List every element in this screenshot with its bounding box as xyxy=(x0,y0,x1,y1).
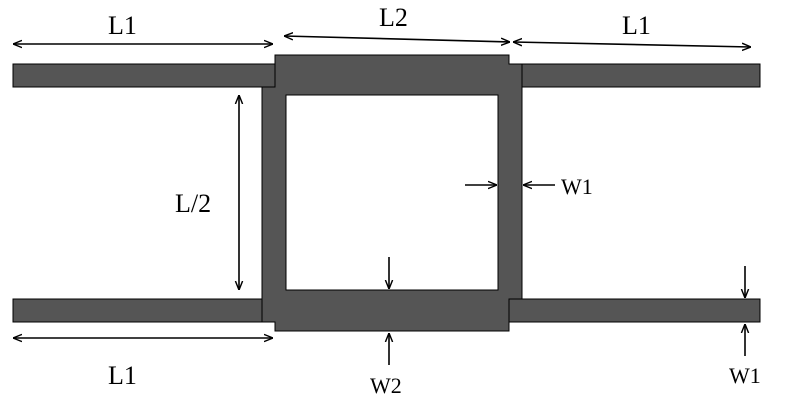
label-top-left-length: L1 xyxy=(108,11,137,40)
label-bottom-right-width: W1 xyxy=(729,363,761,388)
top-right-feed-line xyxy=(508,63,761,88)
label-top-center-length: L2 xyxy=(379,3,408,32)
microstrip-traces xyxy=(12,54,761,332)
label-half-length: L/2 xyxy=(175,189,211,218)
label-top-right-length: L1 xyxy=(622,11,651,40)
dim-top-center-length xyxy=(284,36,510,42)
dimension-lines xyxy=(13,36,751,365)
top-left-feed-line xyxy=(12,63,276,88)
label-bottom-left-length: L1 xyxy=(108,361,137,390)
coupler-ring xyxy=(261,54,523,332)
bottom-right-feed-line xyxy=(508,298,761,323)
dim-top-right-length xyxy=(513,42,751,47)
bottom-left-feed-line xyxy=(12,298,276,323)
label-bottom-center-width: W2 xyxy=(370,373,402,398)
labels: L1 L2 L1 L/2 W1 L1 W2 W1 xyxy=(108,3,761,398)
label-inner-width: W1 xyxy=(561,174,593,199)
